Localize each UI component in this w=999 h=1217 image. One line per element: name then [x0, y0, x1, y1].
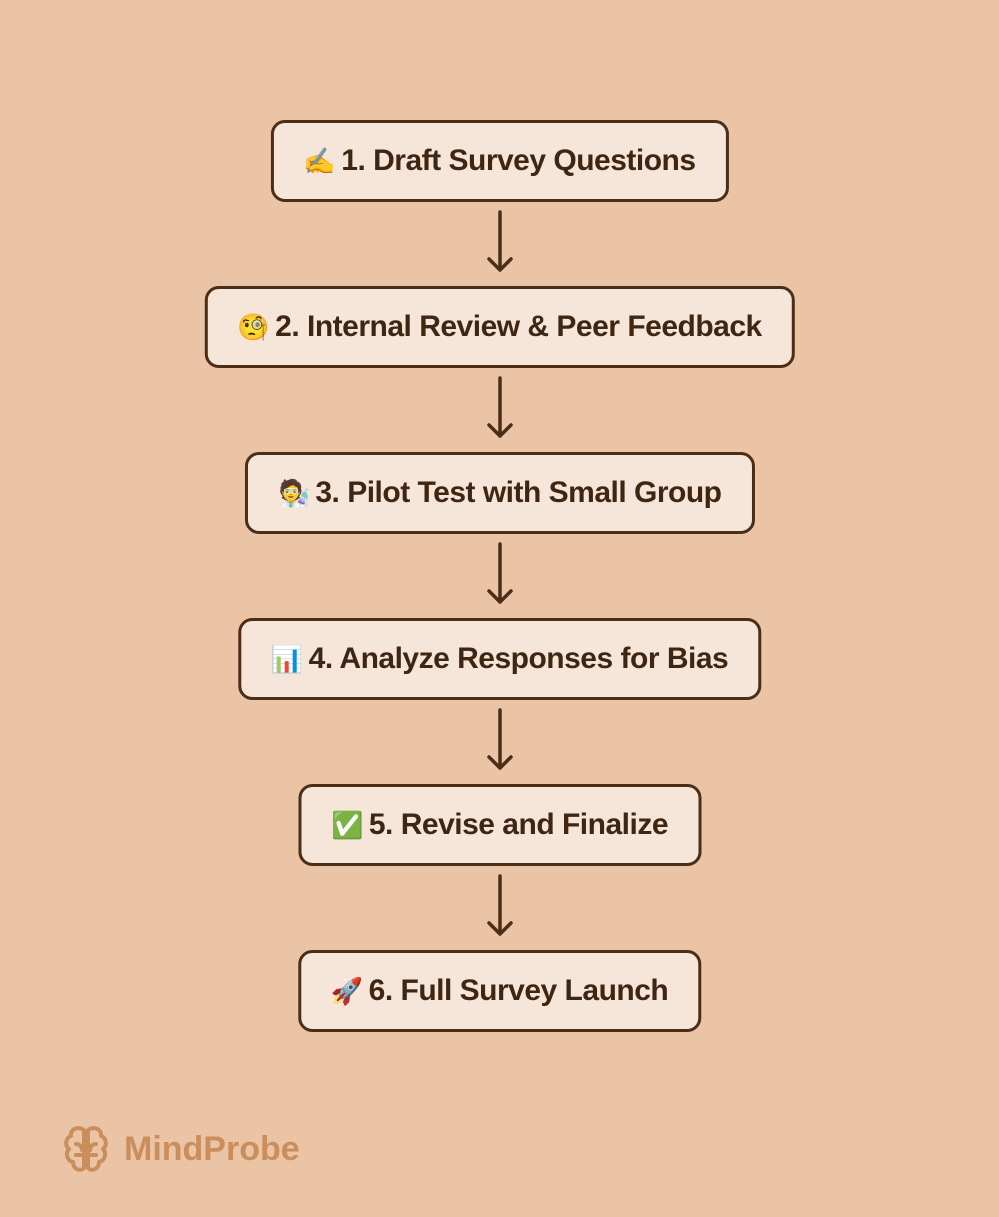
step-6: 🚀 6. Full Survey Launch [297, 950, 702, 1032]
step-1: ✍️ 1. Draft Survey Questions [270, 120, 729, 202]
rocket-icon: 🚀 [330, 975, 363, 1006]
step-label: 2. Internal Review & Peer Feedback [275, 310, 762, 343]
arrow-down-icon [486, 376, 513, 438]
brand-logo: MindProbe [62, 1124, 300, 1174]
step-2: 🧐 2. Internal Review & Peer Feedback [204, 286, 795, 368]
writing-hand-icon: ✍️ [303, 145, 336, 176]
check-mark-icon: ✅ [331, 809, 363, 840]
scientist-icon: 🧑‍🔬 [277, 477, 310, 508]
arrow-down-icon [486, 708, 513, 770]
arrow-down-icon [486, 874, 513, 936]
step-3: 🧑‍🔬 3. Pilot Test with Small Group [244, 452, 755, 534]
step-5: ✅ 5. Revise and Finalize [298, 784, 701, 866]
brain-icon [64, 1126, 108, 1172]
brand-name: MindProbe [124, 1129, 300, 1168]
step-label: 6. Full Survey Launch [368, 974, 669, 1007]
step-label: 3. Pilot Test with Small Group [315, 476, 722, 509]
monocle-face-icon: 🧐 [237, 311, 270, 342]
step-label: 1. Draft Survey Questions [341, 144, 696, 177]
step-label: 5. Revise and Finalize [368, 808, 669, 841]
bar-chart-icon: 📊 [270, 643, 303, 674]
arrow-down-icon [486, 210, 513, 272]
step-label: 4. Analyze Responses for Bias [308, 642, 729, 675]
step-4: 📊 4. Analyze Responses for Bias [237, 618, 762, 700]
arrow-down-icon [486, 542, 513, 604]
